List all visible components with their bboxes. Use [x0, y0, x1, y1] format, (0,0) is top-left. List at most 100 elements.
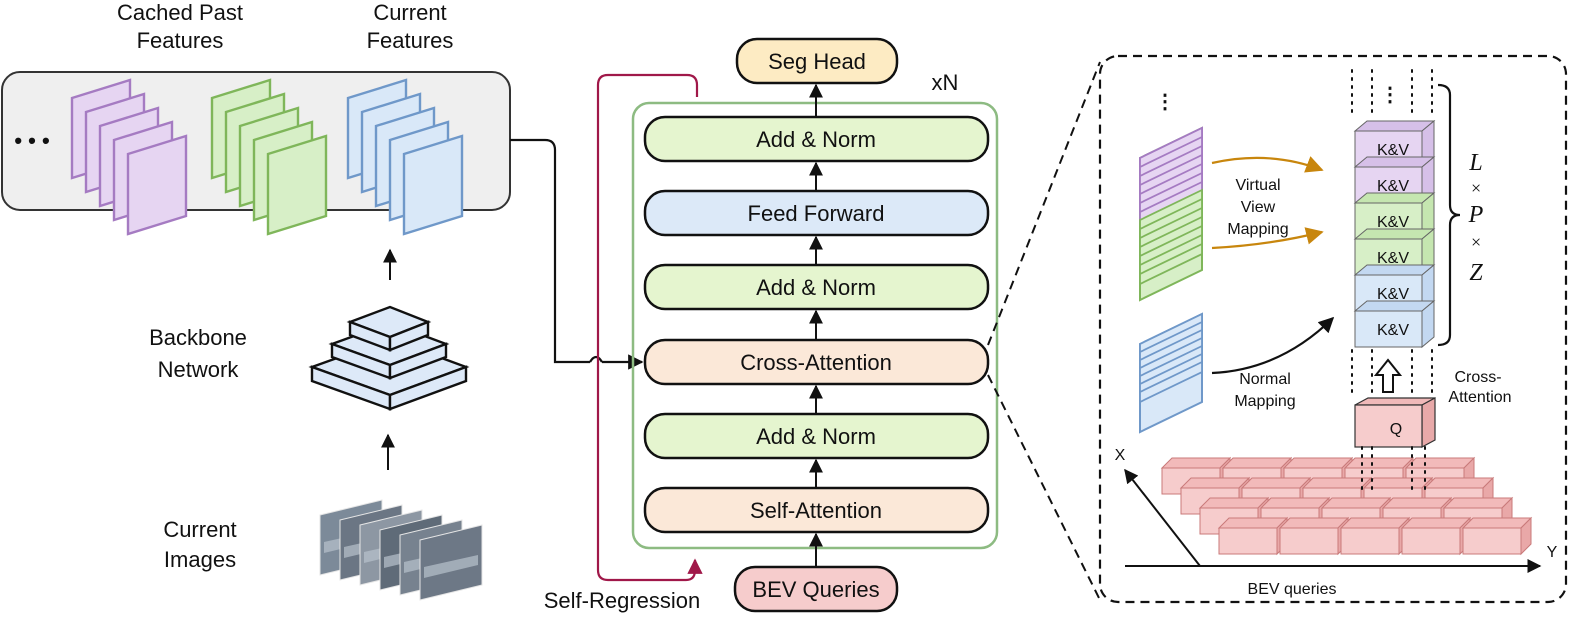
cached-feature-maps-green	[210, 78, 328, 236]
bev-cube-front	[1279, 527, 1339, 555]
bev-cube-front	[1462, 527, 1522, 555]
bev-cube-front	[1218, 527, 1278, 555]
virtual-mapping-label-2: View	[1241, 199, 1276, 216]
kv-label: K&V	[1377, 142, 1409, 159]
bev-cube-top	[1240, 477, 1312, 489]
kv-ellipsis-icon: ⋮	[1380, 84, 1400, 106]
virtual-mapping-arrow-2	[1211, 227, 1324, 250]
normal-feature-stack	[1139, 312, 1203, 434]
bev-cube-top	[1301, 477, 1373, 489]
bev-cube-top	[1362, 477, 1434, 489]
kv-cube-top	[1353, 156, 1436, 168]
decoder: xN Seg Head Add & Norm Feed Forward Add …	[544, 37, 999, 613]
backbone-label-2: Network	[158, 357, 240, 382]
bev-cube-top	[1259, 497, 1331, 509]
cross-attention-label: Cross-Attention	[740, 350, 892, 375]
bev-cube-front	[1340, 527, 1400, 555]
cross-attention-detail: ⋮ ⋮ Virtual View Mapping Normal Mapping …	[987, 54, 1568, 604]
bev-cube-top	[1179, 477, 1251, 489]
bev-cube-top	[1423, 477, 1495, 489]
feature-map-green	[266, 134, 328, 236]
bev-cube-top	[1278, 517, 1350, 529]
current-features-label-1: Current	[373, 0, 446, 25]
dimension-brace	[1437, 83, 1461, 347]
times-2-label: ×	[1470, 232, 1482, 252]
normal-sheet-blue	[1139, 360, 1203, 404]
line-hop-icon	[589, 355, 603, 363]
bev-cube-top	[1320, 497, 1392, 509]
bev-cube-top	[1400, 517, 1472, 529]
self-regression-loop	[596, 73, 703, 582]
normal-mapping-label-2: Mapping	[1234, 393, 1295, 410]
cross-attention-detail-label-1: Cross-	[1454, 369, 1501, 386]
zoom-line-bottom	[987, 374, 1101, 601]
seg-head-box	[735, 37, 899, 85]
bev-cube-top	[1381, 497, 1453, 509]
add-norm-2-label: Add & Norm	[756, 275, 876, 300]
kv-cube-top	[1353, 192, 1436, 204]
camera-images-icon	[319, 499, 483, 601]
zoom-line-top	[987, 61, 1101, 346]
feature-map-purple	[126, 134, 188, 236]
x-axis-arrow	[1124, 468, 1201, 567]
camera-image-road	[424, 555, 478, 578]
bev-queries-axis-label: BEV queries	[1248, 581, 1337, 598]
kv-label: K&V	[1377, 322, 1409, 339]
cached-feature-maps-purple	[70, 78, 188, 236]
current-feature-maps-blue	[346, 78, 464, 236]
self-attention-label: Self-Attention	[750, 498, 882, 523]
bev-queries-box	[733, 565, 899, 613]
bev-cube-top	[1217, 517, 1289, 529]
bev-cube-top	[1442, 497, 1514, 509]
axis-x-label: X	[1115, 447, 1126, 464]
virtual-sheet-green	[1139, 242, 1203, 286]
virtual-mapping-label-3: Mapping	[1227, 221, 1288, 238]
feature-map-blue	[402, 134, 464, 236]
virtual-mapping-arrow-1	[1211, 156, 1324, 173]
cached-features-label-1: Cached Past	[117, 0, 243, 25]
kv-cube-top	[1353, 228, 1436, 240]
dim-z-label: Z	[1469, 260, 1483, 286]
backbone-column: Backbone Network Current Images	[149, 248, 483, 601]
virtual-feature-stack	[1139, 126, 1203, 302]
add-norm-1-label: Add & Norm	[756, 424, 876, 449]
bev-cube-top	[1282, 457, 1354, 469]
times-1-label: ×	[1470, 178, 1482, 198]
bev-cube-top	[1221, 457, 1293, 469]
bev-cube-front	[1401, 527, 1461, 555]
bev-cube-top	[1404, 457, 1476, 469]
virtual-mapping-label-1: Virtual	[1235, 177, 1280, 194]
query-cube	[1354, 396, 1436, 449]
feature-bank: Cached Past Features Current Features • …	[1, 0, 511, 236]
self-regression-label: Self-Regression	[544, 588, 701, 613]
normal-mapping-label-1: Normal	[1239, 371, 1291, 388]
kv-label: K&V	[1377, 214, 1409, 231]
current-features-label-2: Features	[367, 28, 454, 53]
normal-mapping-arrow	[1211, 316, 1335, 375]
dim-p-label: P	[1468, 202, 1484, 228]
kv-label: K&V	[1377, 178, 1409, 195]
ellipsis-icon: • • •	[14, 128, 49, 153]
kv-cube-top	[1353, 120, 1436, 132]
projection-dotted-lines	[1351, 69, 1433, 496]
vertical-ellipsis-icon: ⋮	[1155, 91, 1175, 113]
bev-cube-top	[1343, 457, 1415, 469]
bev-cube-top	[1461, 517, 1533, 529]
key-value-stack: K&VK&VK&VK&VK&VK&V	[1353, 119, 1436, 349]
query-label: Q	[1390, 421, 1402, 438]
kv-label: K&V	[1377, 250, 1409, 267]
backbone-pyramid-icon	[308, 305, 470, 411]
bev-cube-top	[1339, 517, 1411, 529]
axis-y-label: Y	[1547, 544, 1558, 561]
detail-panel	[1098, 54, 1568, 604]
kv-cube-top	[1353, 300, 1436, 312]
bev-queries-label: BEV Queries	[752, 577, 879, 602]
feed-forward-label: Feed Forward	[748, 201, 885, 226]
images-label-1: Current	[163, 517, 236, 542]
kv-cube-top	[1353, 264, 1436, 276]
add-norm-3-label: Add & Norm	[756, 127, 876, 152]
bev-query-grid	[1160, 456, 1533, 556]
dim-l-label: L	[1468, 150, 1482, 176]
seg-head-label: Seg Head	[768, 49, 866, 74]
